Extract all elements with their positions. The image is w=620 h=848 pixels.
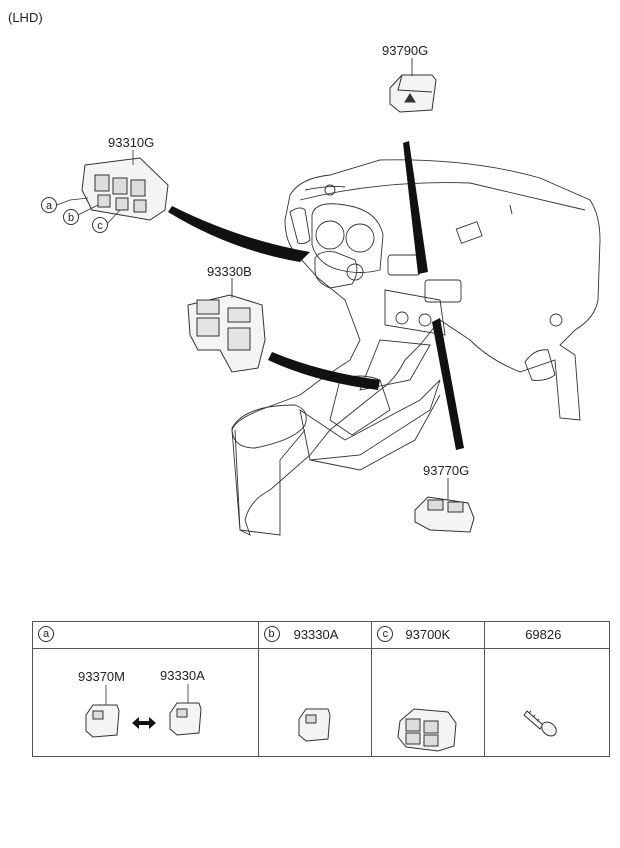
leader-93770G — [432, 318, 464, 450]
switch-93330B — [187, 294, 266, 373]
screw-69826-illustration — [523, 710, 557, 737]
header-cell-b: b 93330A — [257, 621, 373, 649]
body-cell-b — [257, 648, 373, 757]
switch-93770G — [414, 496, 475, 533]
header-cell-a: a — [32, 621, 259, 649]
body-cell-a: 93370M 93330A — [32, 648, 259, 757]
callout-93310G: 93310G — [108, 135, 155, 150]
letter-a-circle: a — [38, 626, 54, 642]
switch-93330A-illustration — [298, 708, 331, 742]
switch-93700K-illustration — [397, 708, 457, 752]
leader-93790G — [403, 141, 428, 274]
switch-93790G — [389, 74, 437, 113]
callout-93770G: 93770G — [423, 463, 470, 478]
callout-letter-b: b — [63, 209, 79, 225]
callout-letter-c: c — [92, 217, 108, 233]
letter-b-circle: b — [263, 626, 280, 642]
part-number-d: 69826 — [525, 627, 562, 642]
callout-letter-a: a — [41, 197, 57, 213]
part-number-b: 93330A — [293, 627, 339, 642]
switch-93310G — [81, 157, 169, 221]
parts-table: a b 93330A c 93700K 69826 93370M 93330A — [32, 621, 610, 757]
body-cell-c — [371, 648, 486, 757]
letter-c-circle: c — [377, 626, 394, 642]
part-number-c: 93700K — [405, 627, 451, 642]
header-cell-c: c 93700K — [371, 621, 486, 649]
leader-93310G — [168, 206, 310, 262]
armrest — [231, 404, 307, 449]
dashboard-diagram — [56, 58, 601, 536]
part-number-a2: 93330A — [160, 668, 205, 683]
part-number-a1: 93370M — [78, 669, 125, 684]
leader-93330B — [268, 352, 380, 390]
alt-switches-illustration — [85, 684, 202, 738]
callout-93330B: 93330B — [207, 264, 252, 279]
header-cell-d: 69826 — [484, 621, 610, 649]
variant-label: (LHD) — [8, 10, 43, 25]
body-cell-d — [484, 648, 610, 757]
callout-93790G: 93790G — [382, 43, 429, 58]
dashboard-outline — [231, 159, 601, 536]
